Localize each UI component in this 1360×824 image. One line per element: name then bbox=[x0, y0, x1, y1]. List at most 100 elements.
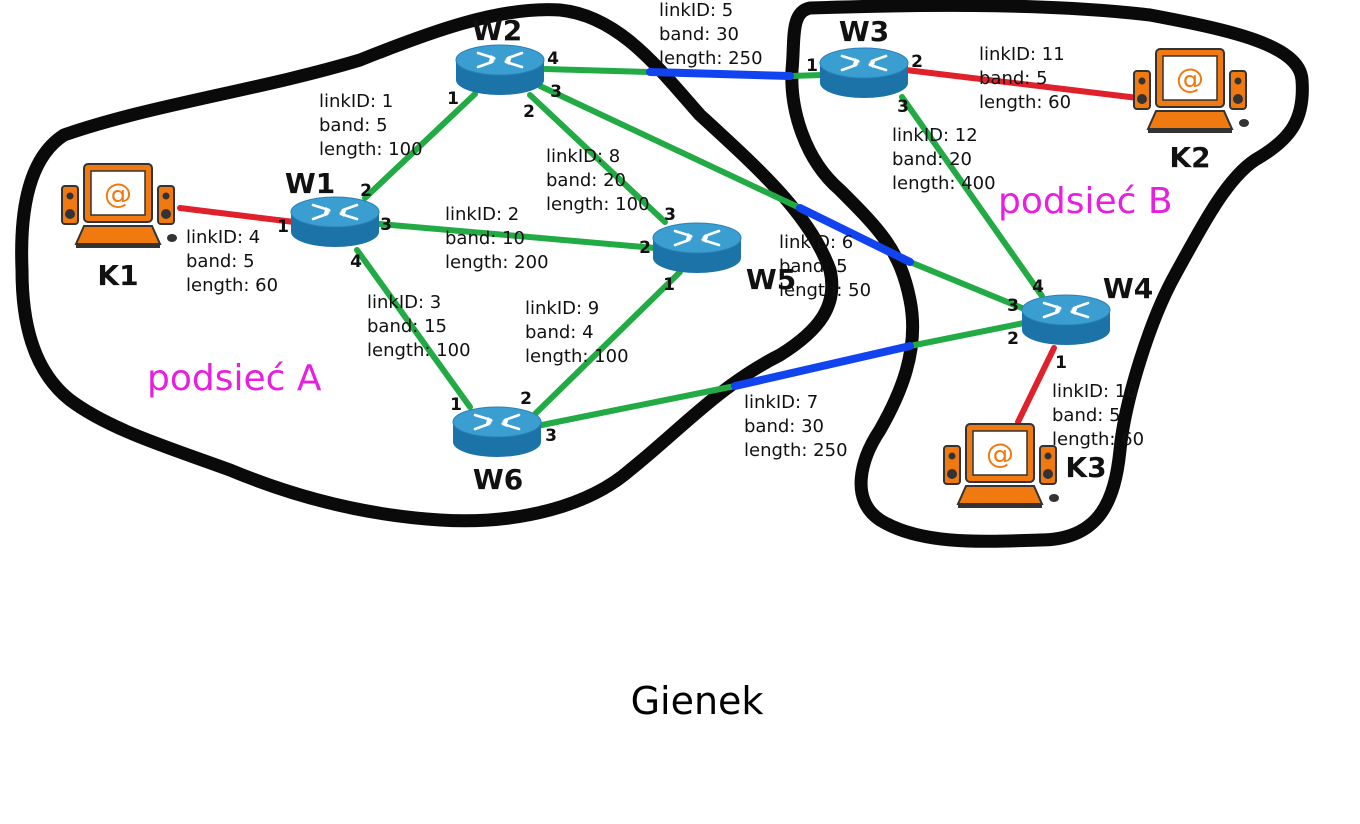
link-label-line: length: 250 bbox=[659, 48, 763, 69]
link-label-line: linkID: 10 bbox=[1052, 381, 1138, 402]
link-label-line: length: 100 bbox=[525, 346, 629, 367]
link-label-line: band: 5 bbox=[779, 256, 848, 277]
link-12-line bbox=[899, 94, 1045, 299]
subnet-a-label: podsieć A bbox=[147, 358, 322, 399]
link-label-line: band: 5 bbox=[1052, 405, 1121, 426]
link-label-line: band: 5 bbox=[319, 115, 388, 136]
link-6-label: linkID: 6 band: 5 length: 50 bbox=[779, 232, 871, 301]
link-1-line bbox=[362, 91, 478, 201]
link-3-line bbox=[354, 247, 473, 410]
link-2-line bbox=[377, 221, 658, 251]
link-1 bbox=[362, 91, 478, 201]
link-label-line: band: 5 bbox=[979, 68, 1048, 89]
link-4 bbox=[177, 205, 297, 225]
link-label-line: linkID: 5 bbox=[659, 0, 733, 21]
router-w5[interactable]: W5 bbox=[651, 221, 796, 296]
port-label-w6-1: 1 bbox=[450, 395, 462, 415]
link-label-line: band: 4 bbox=[525, 322, 594, 343]
port-label-w4-1: 1 bbox=[1055, 353, 1067, 373]
port-label-w5-2: 2 bbox=[639, 238, 651, 258]
router-label: W4 bbox=[1103, 272, 1153, 305]
link-11-line bbox=[903, 67, 1141, 101]
port-label-w4-2: 2 bbox=[1007, 329, 1019, 349]
link-label-line: length: 50 bbox=[779, 280, 871, 301]
computer-icon bbox=[943, 423, 1060, 509]
port-label-w1-1: 1 bbox=[277, 217, 289, 237]
link-label-line: linkID: 2 bbox=[445, 204, 519, 225]
router-w2[interactable]: W2 bbox=[454, 14, 546, 97]
router-icon bbox=[818, 46, 910, 100]
link-6 bbox=[537, 83, 1025, 311]
link-label-line: linkID: 8 bbox=[546, 146, 620, 167]
link-label-line: length: 100 bbox=[546, 194, 650, 215]
port-label-w4-4: 4 bbox=[1032, 277, 1044, 297]
router-w1[interactable]: W1 bbox=[285, 167, 381, 249]
port-label-w6-2: 2 bbox=[520, 389, 532, 409]
port-label-w5-3: 3 bbox=[664, 205, 676, 225]
port-label-w6-3: 3 bbox=[545, 426, 557, 446]
link-label-line: band: 20 bbox=[546, 170, 626, 191]
router-icon bbox=[1020, 293, 1112, 347]
subnet-b-label: podsieć B bbox=[998, 181, 1173, 222]
link-label-line: band: 30 bbox=[659, 24, 739, 45]
link-label-line: length: 250 bbox=[744, 440, 848, 461]
author-label: Gienek bbox=[631, 679, 764, 723]
router-w4[interactable]: W4 bbox=[1020, 272, 1153, 347]
link-label-line: band: 30 bbox=[744, 416, 824, 437]
link-label-line: linkID: 3 bbox=[367, 292, 441, 313]
port-label-w3-2: 2 bbox=[911, 52, 923, 72]
link-8 bbox=[527, 92, 668, 225]
router-icon bbox=[454, 43, 546, 97]
host-k3[interactable]: K3 bbox=[943, 423, 1107, 509]
links-layer bbox=[177, 66, 1141, 430]
link-label-line: band: 10 bbox=[445, 228, 525, 249]
link-5-label: linkID: 5 band: 30 length: 250 bbox=[659, 0, 763, 69]
host-k1[interactable]: K1 bbox=[61, 163, 178, 292]
link-7-inter-segment bbox=[731, 342, 914, 390]
link-label-line: band: 5 bbox=[186, 251, 255, 272]
host-k2[interactable]: K2 bbox=[1133, 48, 1250, 174]
link-7 bbox=[529, 320, 1027, 430]
link-8-line bbox=[527, 92, 668, 225]
link-label-line: linkID: 6 bbox=[779, 232, 853, 253]
port-label-w2-4: 4 bbox=[547, 49, 559, 69]
link-4-line bbox=[177, 205, 297, 225]
port-label-w2-3: 3 bbox=[550, 82, 562, 102]
link-5 bbox=[542, 66, 825, 80]
port-label-w4-3: 3 bbox=[1007, 296, 1019, 316]
link-label-line: band: 20 bbox=[892, 149, 972, 170]
router-w6[interactable]: W6 bbox=[451, 405, 543, 496]
link-label-line: linkID: 1 bbox=[319, 91, 393, 112]
link-label-line: linkID: 12 bbox=[892, 125, 978, 146]
link-10 bbox=[1015, 345, 1057, 425]
router-label: W1 bbox=[285, 167, 335, 200]
router-icon bbox=[289, 195, 381, 249]
router-w3[interactable]: W3 bbox=[818, 15, 910, 100]
link-label-line: length: 200 bbox=[445, 252, 549, 273]
link-label-line: length: 100 bbox=[367, 340, 471, 361]
link-2-label: linkID: 2 band: 10 length: 200 bbox=[445, 204, 549, 273]
link-11 bbox=[903, 67, 1141, 101]
link-3 bbox=[354, 247, 473, 410]
link-label-line: linkID: 4 bbox=[186, 227, 260, 248]
computer-icon bbox=[1133, 48, 1250, 134]
link-2 bbox=[377, 221, 658, 251]
subnet-b-outline bbox=[785, 0, 1309, 548]
port-label-w1-3: 3 bbox=[380, 215, 392, 235]
router-label: W3 bbox=[839, 15, 889, 48]
link-label-line: linkID: 7 bbox=[744, 392, 818, 413]
link-label-line: length: 60 bbox=[979, 92, 1071, 113]
link-6-inter-segment bbox=[796, 204, 914, 266]
router-icon bbox=[451, 405, 543, 459]
link-5-inter-segment bbox=[646, 68, 794, 80]
computer-icon bbox=[61, 163, 178, 249]
port-label-w2-1: 1 bbox=[447, 89, 459, 109]
router-icon bbox=[651, 221, 743, 275]
